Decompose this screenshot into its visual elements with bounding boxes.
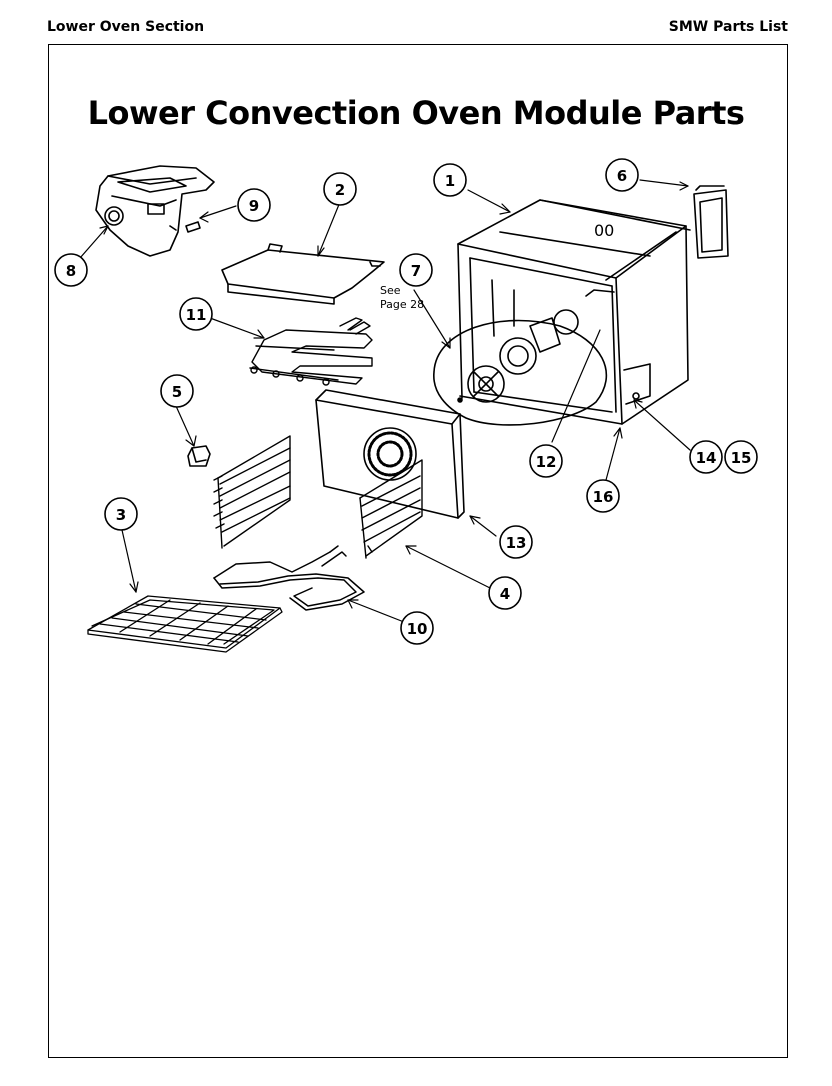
callout-6-label: 6 bbox=[617, 167, 627, 185]
callout-8: 8 bbox=[54, 253, 88, 287]
callout-13-label: 13 bbox=[506, 534, 527, 552]
panel-part-6 bbox=[693, 185, 729, 259]
callout-1-label: 1 bbox=[445, 172, 455, 190]
callout-8-label: 8 bbox=[66, 262, 76, 280]
convection-panel-part-13 bbox=[315, 389, 465, 519]
page-title: Lower Convection Oven Module Parts bbox=[87, 94, 745, 132]
plate-part-2 bbox=[221, 243, 385, 305]
parts-list-header: SMW Parts List bbox=[668, 19, 788, 35]
callout-14-label: 14 bbox=[696, 449, 717, 467]
callout-3-label: 3 bbox=[116, 506, 126, 524]
callout-7: 7 bbox=[399, 253, 433, 287]
callout-11-label: 11 bbox=[186, 306, 207, 324]
callout-2-label: 2 bbox=[335, 181, 345, 199]
callout-6: 6 bbox=[605, 158, 639, 192]
callout-16: 16 bbox=[586, 479, 620, 513]
oven-rack-part-3 bbox=[87, 595, 283, 653]
callout-10: 10 bbox=[400, 611, 434, 645]
callout-12: 12 bbox=[529, 444, 563, 478]
callout-2: 2 bbox=[323, 172, 357, 206]
right-rack-support-part-4 bbox=[359, 459, 423, 559]
broil-element-part-11 bbox=[249, 317, 373, 386]
cabinet-part-1: 00 bbox=[457, 199, 691, 425]
callout-7-label: 7 bbox=[411, 262, 421, 280]
callout-11: 11 bbox=[179, 297, 213, 331]
gasket-part-9 bbox=[185, 221, 201, 233]
leader-lines bbox=[79, 179, 691, 623]
callout-5-label: 5 bbox=[172, 383, 182, 401]
fan-motor-assembly-part-7 bbox=[433, 309, 608, 426]
cabinet-display: 00 bbox=[594, 221, 614, 240]
left-rack-support bbox=[213, 435, 291, 549]
note-line-2: Page 28 bbox=[380, 298, 424, 311]
callouts: 1 2 3 4 5 6 7 8 9 10 11 12 13 14 15 16 bbox=[54, 158, 758, 645]
section-header: Lower Oven Section bbox=[47, 19, 205, 35]
clip-part-5 bbox=[187, 445, 211, 467]
callout-9-label: 9 bbox=[249, 197, 259, 215]
see-page-note: See Page 28 bbox=[380, 284, 424, 311]
diagram-frame bbox=[48, 44, 788, 1058]
callout-3: 3 bbox=[104, 497, 138, 531]
callout-4-label: 4 bbox=[500, 585, 510, 603]
callout-15: 15 bbox=[724, 440, 758, 474]
callout-9: 9 bbox=[237, 188, 271, 222]
bake-element-part-10 bbox=[213, 545, 365, 611]
callout-4: 4 bbox=[488, 576, 522, 610]
callout-10-label: 10 bbox=[407, 620, 428, 638]
callout-12-label: 12 bbox=[536, 453, 557, 471]
callout-15-label: 15 bbox=[731, 449, 752, 467]
callout-5: 5 bbox=[160, 374, 194, 408]
callout-16-label: 16 bbox=[593, 488, 614, 506]
note-line-1: See bbox=[380, 284, 401, 297]
vent-housing-part bbox=[95, 165, 215, 257]
callout-14: 14 bbox=[689, 440, 723, 474]
callout-1: 1 bbox=[433, 163, 467, 197]
callout-13: 13 bbox=[499, 525, 533, 559]
